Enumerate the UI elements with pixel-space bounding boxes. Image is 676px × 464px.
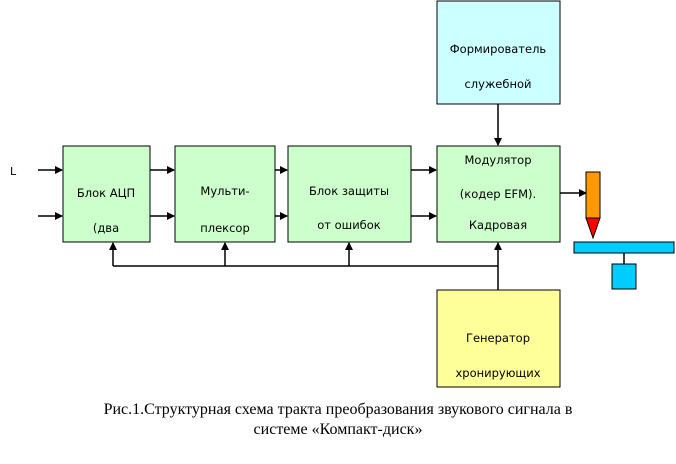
block-modulator-line-3: Кадровая — [469, 218, 527, 232]
block-service-line-1: Формирователь — [450, 42, 547, 56]
block-mux: Мульти- плексор — [174, 145, 276, 243]
block-service-box — [436, 0, 561, 105]
laser-body — [585, 171, 601, 219]
block-modulator-line-1: Модулятор — [464, 153, 531, 167]
caption-line-1: Рис.1.Структурная схема тракта преобразо… — [103, 401, 573, 418]
block-adc: Блок АЦП (два — [62, 145, 151, 243]
disc-motor — [611, 263, 637, 290]
block-adc-box — [62, 145, 151, 243]
laser-head — [585, 171, 601, 240]
block-mux-line-1: Мульти- — [200, 184, 249, 198]
block-adc-line-1: Блок АЦП — [77, 186, 135, 200]
block-clock-line-1: Генератор — [466, 331, 530, 345]
input-label: L — [10, 165, 17, 178]
block-clock-line-2: хронирующих — [455, 366, 540, 380]
block-modulator: Модулятор (кодер EFM). Кадровая — [436, 145, 561, 243]
caption-line-2: системе «Компакт-диск» — [253, 421, 423, 438]
figure-caption: Рис.1.Структурная схема тракта преобразо… — [0, 400, 676, 440]
block-ecc: Блок защиты от ошибок — [287, 145, 412, 243]
block-ecc-line-2: от ошибок — [317, 218, 381, 232]
block-ecc-box — [287, 145, 412, 243]
block-service: Формирователь служебной — [436, 0, 561, 105]
disc-platter — [573, 241, 675, 254]
laser-tip — [585, 217, 601, 240]
block-ecc-line-1: Блок защиты — [309, 184, 389, 198]
block-adc-line-2: (два — [93, 221, 119, 235]
disc — [573, 241, 675, 290]
block-clock: Генератор хронирующих — [436, 289, 561, 388]
diagram-canvas: L Блок АЦП (два Мульти- плексор Блок защ… — [10, 0, 675, 388]
block-service-line-2: служебной — [464, 77, 531, 91]
block-mux-line-2: плексор — [200, 221, 250, 235]
block-modulator-line-2: (кодер EFM). — [460, 187, 536, 201]
